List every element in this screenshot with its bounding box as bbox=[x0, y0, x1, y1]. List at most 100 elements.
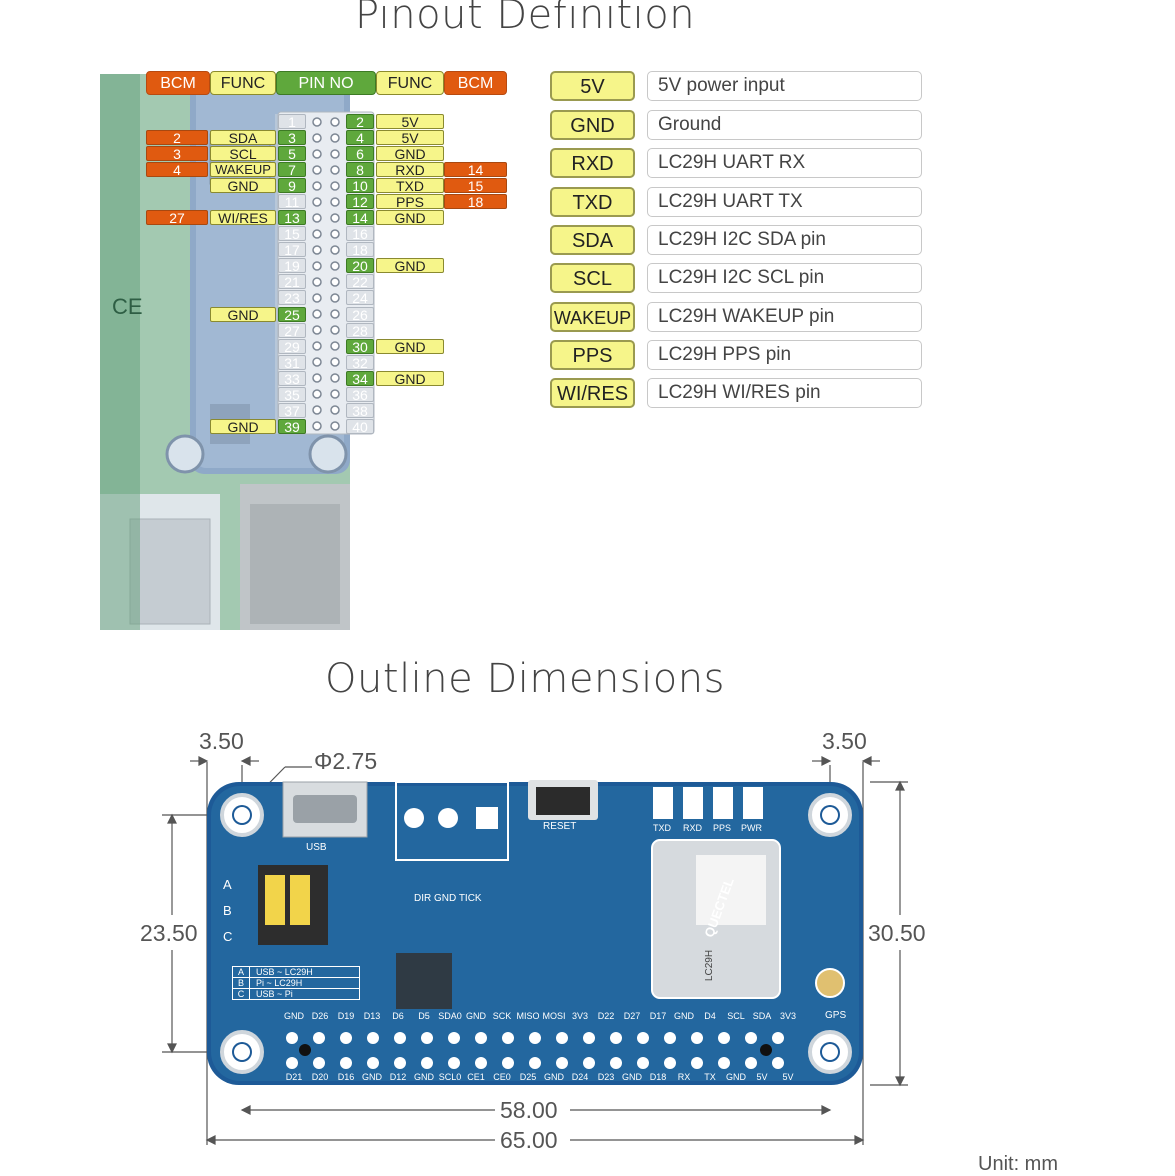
board-bottom-pin-label-18: 5V bbox=[756, 1072, 768, 1082]
pin-label-35: 35 bbox=[278, 387, 306, 402]
switch-letter-b: B bbox=[223, 903, 232, 918]
dim-inner-height: 23.50 bbox=[140, 920, 198, 946]
mode-desc-b: Pi ~ LC29H bbox=[256, 978, 303, 988]
func-label-rxd: RXD bbox=[376, 162, 444, 177]
func-label-5v-4: 5V bbox=[376, 130, 444, 145]
dir-gnd-tick-label: DIR GND TICK bbox=[414, 893, 482, 904]
func-label-txd: TXD bbox=[376, 178, 444, 193]
pin-label-9: 9 bbox=[278, 178, 306, 193]
board-bottom-pin-label-11: D24 bbox=[571, 1072, 589, 1082]
pin-label-24: 24 bbox=[346, 290, 374, 305]
pinout-title: Pinout Definition bbox=[354, 0, 696, 38]
board-bottom-pin-label-7: CE1 bbox=[467, 1072, 485, 1082]
pin-label-10: 10 bbox=[346, 178, 374, 193]
func-label-gnd-14: GND bbox=[376, 210, 444, 225]
pin-label-37: 37 bbox=[278, 403, 306, 418]
pin-label-27: 27 bbox=[278, 323, 306, 338]
bcm-label-4: 4 bbox=[146, 162, 208, 177]
legend-desc-sda: LC29H I2C SDA pin bbox=[647, 225, 922, 255]
mode-key-b: B bbox=[233, 978, 250, 988]
board-top-pin-label-17: SCL bbox=[727, 1011, 745, 1021]
mode-desc-c: USB ~ Pi bbox=[256, 989, 293, 999]
pin-label-20: 20 bbox=[346, 258, 374, 273]
board-bottom-pin-label-5: GND bbox=[414, 1072, 434, 1082]
board-outline-drawing bbox=[162, 756, 908, 1145]
func-label-scl: SCL bbox=[210, 146, 276, 161]
board-top-pin-label-2: D19 bbox=[337, 1011, 355, 1021]
board-top-pin-label-9: MISO bbox=[516, 1011, 540, 1021]
pin-label-31: 31 bbox=[278, 355, 306, 370]
func-label-gnd-6: GND bbox=[376, 146, 444, 161]
legend-key-txd: TXD bbox=[550, 187, 635, 217]
unit-label: Unit: mm bbox=[978, 1153, 1058, 1175]
pin-label-15: 15 bbox=[278, 226, 306, 241]
board-bottom-pin-label-9: D25 bbox=[519, 1072, 537, 1082]
pin-label-21: 21 bbox=[278, 274, 306, 289]
pin-label-6: 6 bbox=[346, 146, 374, 161]
dim-right-offset: 3.50 bbox=[822, 728, 867, 754]
legend-desc-wakeup: LC29H WAKEUP pin bbox=[647, 302, 922, 332]
board-top-pin-label-18: SDA bbox=[752, 1011, 772, 1021]
header-func-right: FUNC bbox=[376, 71, 444, 95]
pin-label-12: 12 bbox=[346, 194, 374, 209]
func-label-wires: WI/RES bbox=[210, 210, 276, 225]
board-top-pin-label-5: D5 bbox=[418, 1011, 430, 1021]
board-bottom-pin-label-17: GND bbox=[726, 1072, 746, 1082]
pin-label-13: 13 bbox=[278, 210, 306, 225]
pin-label-4: 4 bbox=[346, 130, 374, 145]
pin-label-19: 19 bbox=[278, 258, 306, 273]
func-label-gnd-30: GND bbox=[376, 339, 444, 354]
board-top-pin-label-16: D4 bbox=[704, 1011, 716, 1021]
legend-desc-wires: LC29H WI/RES pin bbox=[647, 378, 922, 408]
pin-label-5: 5 bbox=[278, 146, 306, 161]
mode-key-a: A bbox=[233, 967, 250, 977]
bcm-label-14: 14 bbox=[444, 162, 507, 177]
board-top-pin-label-3: D13 bbox=[363, 1011, 381, 1021]
func-label-pps: PPS bbox=[376, 194, 444, 209]
pin-label-33: 33 bbox=[278, 371, 306, 386]
func-label-gnd-25: GND bbox=[210, 307, 276, 322]
board-top-pin-label-15: GND bbox=[674, 1011, 694, 1021]
pin-label-18: 18 bbox=[346, 242, 374, 257]
legend-desc-5v: 5V power input bbox=[647, 71, 922, 101]
func-label-gnd-34: GND bbox=[376, 371, 444, 386]
legend-key-5v: 5V bbox=[550, 71, 635, 101]
legend-desc-gnd: Ground bbox=[647, 110, 922, 140]
dim-outer-height: 30.50 bbox=[868, 920, 926, 946]
legend-key-wakeup: WAKEUP bbox=[550, 302, 635, 332]
legend-key-rxd: RXD bbox=[550, 148, 635, 178]
led-label-txd: TXD bbox=[653, 823, 671, 833]
reset-label: RESET bbox=[543, 821, 577, 832]
board-top-pin-label-12: D22 bbox=[597, 1011, 615, 1021]
bcm-label-18: 18 bbox=[444, 194, 507, 209]
board-bottom-pin-label-13: GND bbox=[622, 1072, 642, 1082]
board-bottom-pin-label-16: TX bbox=[704, 1072, 716, 1082]
board-top-pin-label-11: 3V3 bbox=[571, 1011, 588, 1021]
func-label-5v-2: 5V bbox=[376, 114, 444, 129]
legend-desc-scl: LC29H I2C SCL pin bbox=[647, 263, 922, 293]
board-bottom-pin-label-8: CE0 bbox=[493, 1072, 511, 1082]
pin-label-28: 28 bbox=[346, 323, 374, 338]
led-label-pps: PPS bbox=[713, 823, 732, 833]
dim-hole-diameter: Φ2.75 bbox=[314, 748, 378, 774]
pin-label-34: 34 bbox=[346, 371, 374, 386]
pin-label-32: 32 bbox=[346, 355, 374, 370]
board-top-pin-label-6: SDA0 bbox=[438, 1011, 462, 1021]
bcm-label-27: 27 bbox=[146, 210, 208, 225]
led-label-rxd: RXD bbox=[683, 823, 703, 833]
board-bottom-pin-label-2: D16 bbox=[337, 1072, 355, 1082]
mode-desc-a: USB ~ LC29H bbox=[256, 967, 313, 977]
pin-label-11: 11 bbox=[278, 194, 306, 209]
legend-desc-pps: LC29H PPS pin bbox=[647, 340, 922, 370]
board-bottom-pin-label-3: GND bbox=[362, 1072, 382, 1082]
legend-desc-txd: LC29H UART TX bbox=[647, 187, 922, 217]
board-top-pin-label-4: D6 bbox=[392, 1011, 404, 1021]
board-top-pin-label-14: D17 bbox=[649, 1011, 667, 1021]
pin-label-23: 23 bbox=[278, 290, 306, 305]
legend-key-sda: SDA bbox=[550, 225, 635, 255]
board-bottom-pin-label-12: D23 bbox=[597, 1072, 615, 1082]
led-label-pwr: PWR bbox=[741, 823, 762, 833]
